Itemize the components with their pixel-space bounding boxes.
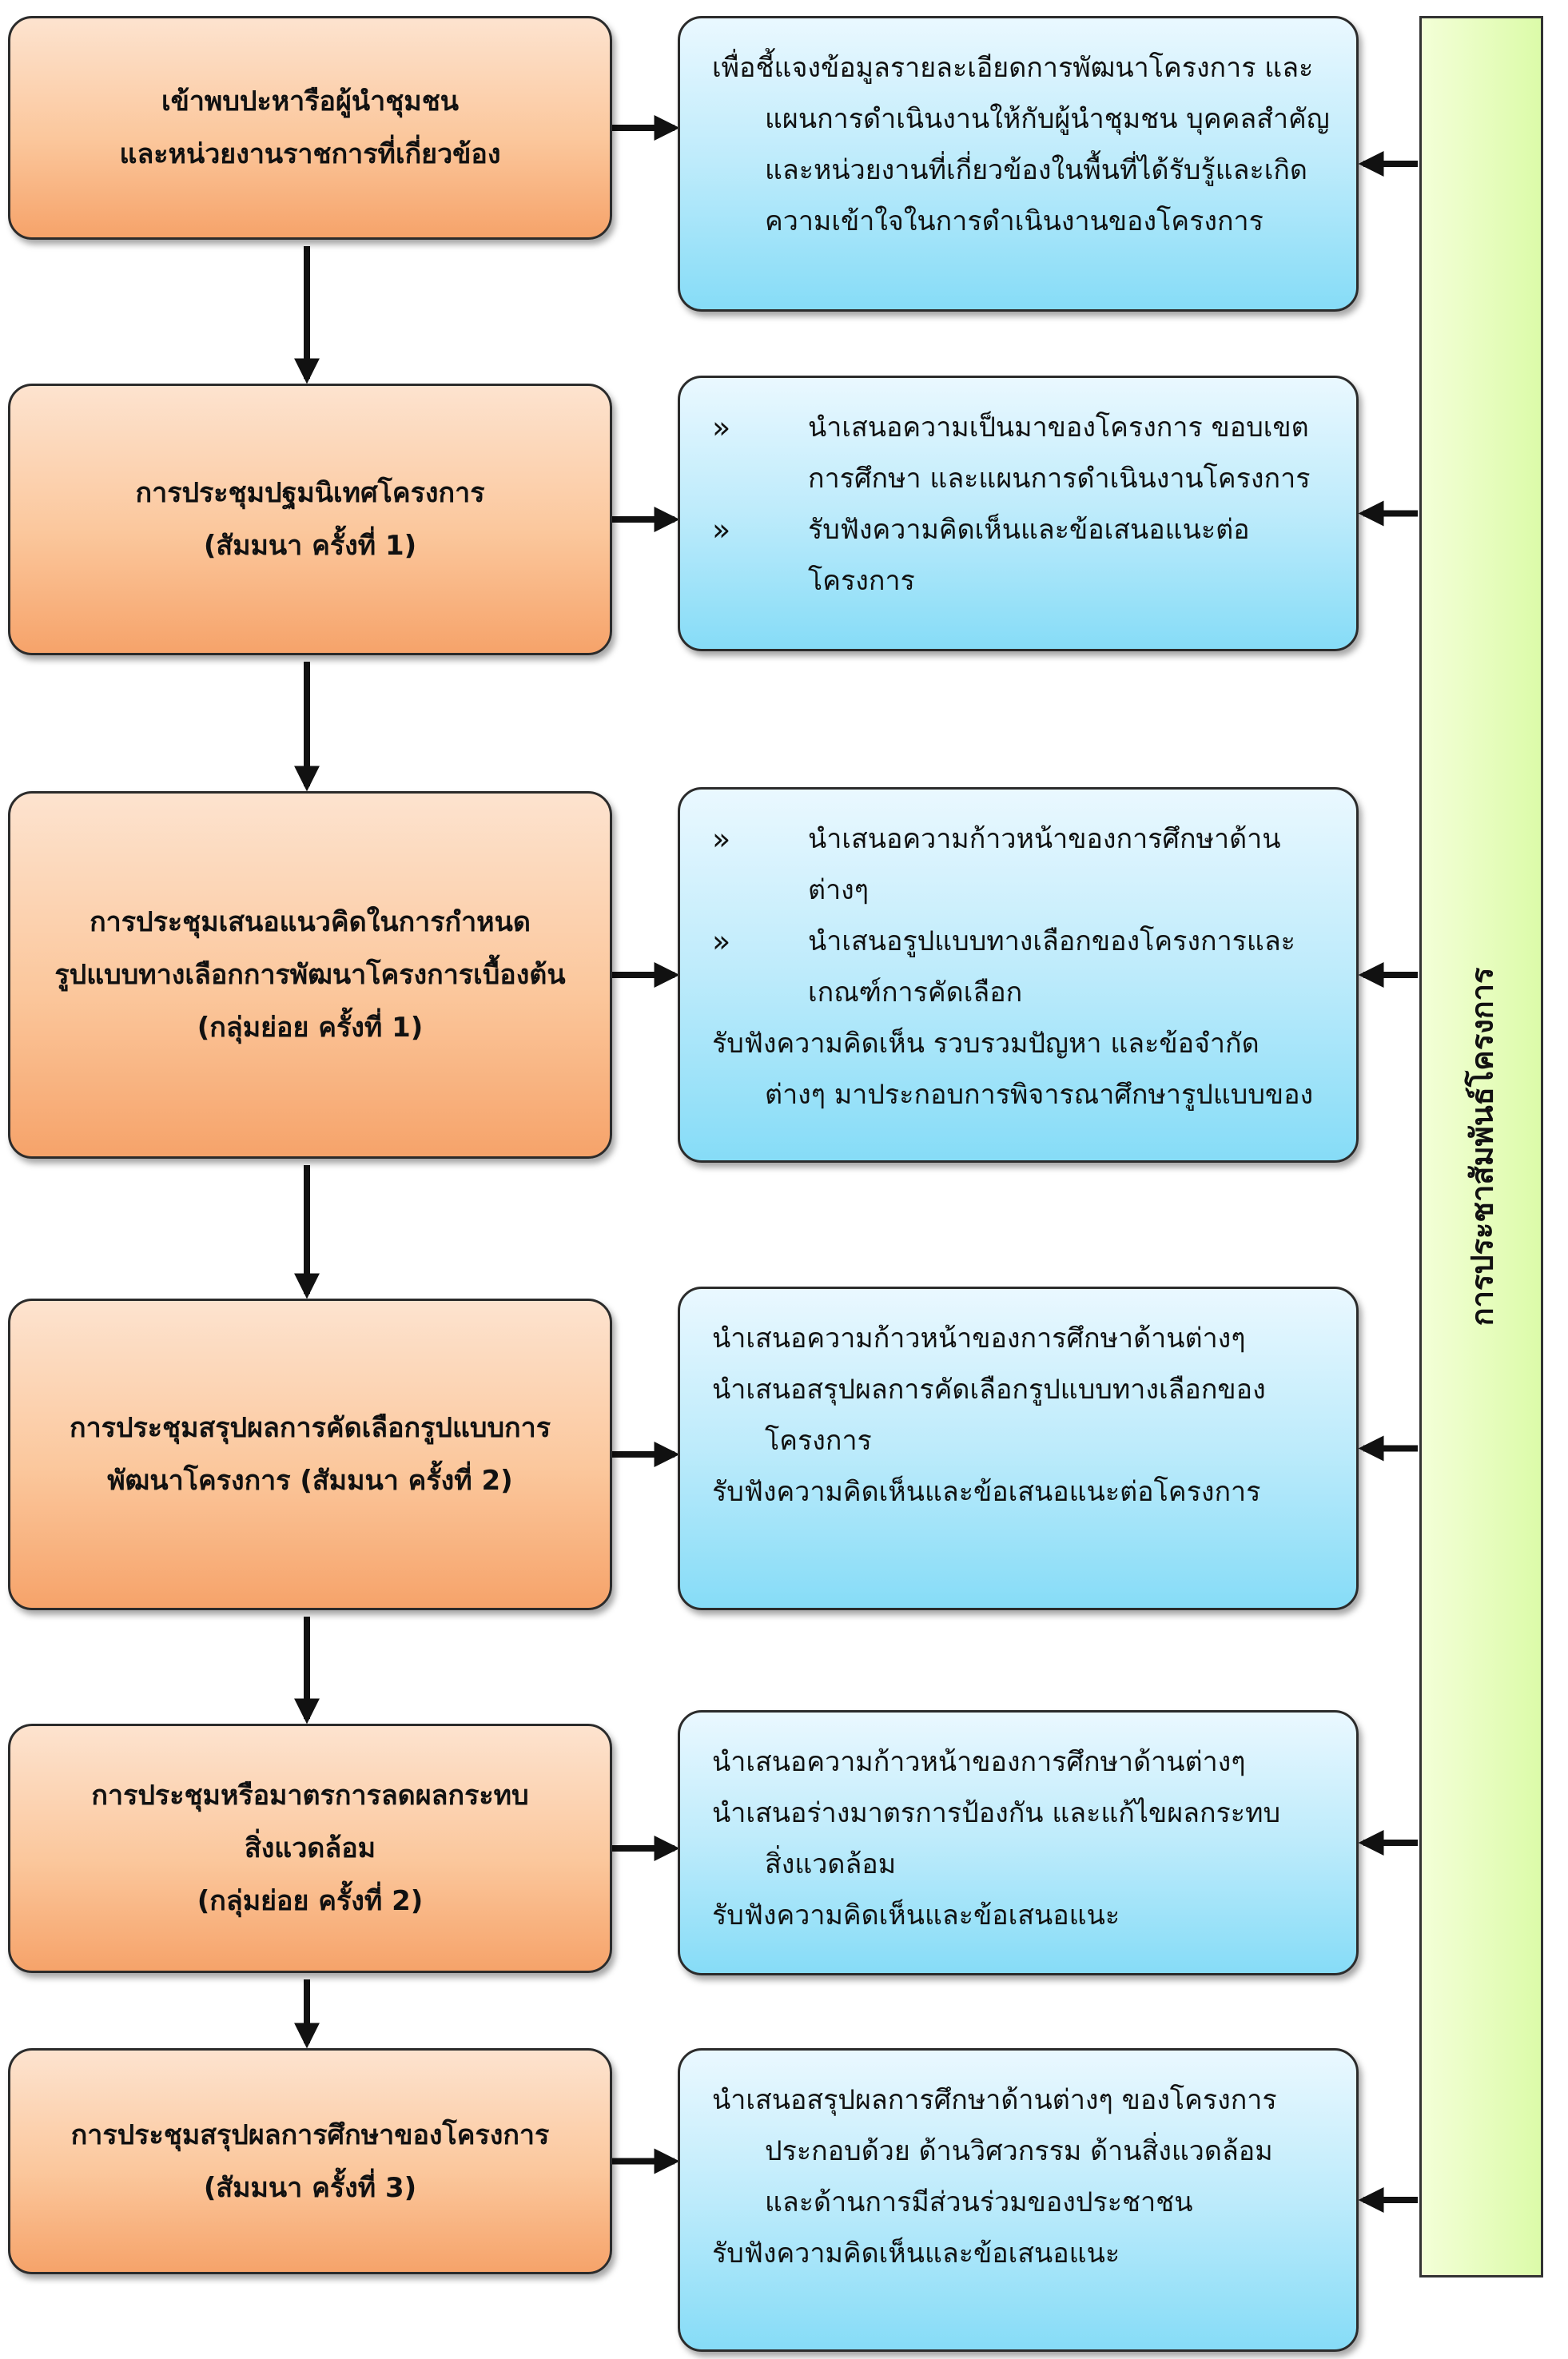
step-2-box: การประชุมปฐมนิเทศโครงการ (สัมมนา ครั้งที… xyxy=(8,384,612,655)
step-3-title: การประชุมเสนอแนวคิดในการกำหนด รูปแบบทางเ… xyxy=(54,906,566,1044)
detail-text: การศึกษา และแผนการดำเนินงานโครงการ xyxy=(808,463,1311,495)
detail-line: สิ่งแวดล้อม xyxy=(765,1848,897,1880)
step-4-detail-box: นำเสนอความก้าวหน้าของการศึกษาด้านต่างๆนำ… xyxy=(678,1287,1359,1610)
detail-line: รับฟังความคิดเห็นและข้อเสนอแนะต่อโครงการ xyxy=(712,1476,1261,1508)
public-relations-label: การประชาสัมพันธ์โครงการ xyxy=(1464,967,1499,1327)
detail-line: การศึกษา และแผนการดำเนินงานโครงการ xyxy=(712,453,1329,504)
detail-line: โครงการ xyxy=(712,555,1329,607)
detail-line: และด้านการมีส่วนร่วมของประชาชน xyxy=(765,2186,1193,2218)
detail-line: นำเสนอสรุปผลการศึกษาด้านต่างๆ ของโครงการ xyxy=(712,2084,1277,2116)
detail-text: โครงการ xyxy=(808,565,915,597)
detail-line: และหน่วยงานที่เกี่ยวข้องในพื้นที่ได้รับร… xyxy=(765,154,1308,186)
detail-line: รับฟังความคิดเห็นและข้อเสนอแนะ xyxy=(712,2238,1120,2269)
bullet-icon: » xyxy=(712,821,731,857)
public-relations-bar: การประชาสัมพันธ์โครงการ xyxy=(1419,16,1543,2277)
step-1-detail-box: เพื่อชี้แจงข้อมูลรายละเอียดการพัฒนาโครงก… xyxy=(678,16,1359,312)
detail-line: โครงการ xyxy=(765,1425,872,1457)
step-2-detail-box: » นำเสนอความเป็นมาของโครงการ ขอบเขตการศึก… xyxy=(678,376,1359,651)
detail-line: » นำเสนอรูปแบบทางเลือกของโครงการและ xyxy=(712,916,1329,967)
step-3-box: การประชุมเสนอแนวคิดในการกำหนด รูปแบบทางเ… xyxy=(8,791,612,1159)
detail-text: รับฟังความคิดเห็นและข้อเสนอแนะต่อ xyxy=(808,514,1250,546)
step-5-box: การประชุมหรือมาตรการลดผลกระทบ สิ่งแวดล้อ… xyxy=(8,1724,612,1973)
step-6-title: การประชุมสรุปผลการศึกษาของโครงการ (สัมมน… xyxy=(70,2118,550,2204)
step-4-title: การประชุมสรุปผลการคัดเลือกรูปแบบการ พัฒน… xyxy=(70,1412,551,1497)
detail-line: ประกอบด้วย ด้านวิศวกรรม ด้านสิ่งแวดล้อม xyxy=(765,2135,1273,2167)
detail-line: ต่างๆ xyxy=(712,865,1329,916)
detail-line: นำเสนอความก้าวหน้าของการศึกษาด้านต่างๆ xyxy=(712,1746,1246,1778)
step-4-box: การประชุมสรุปผลการคัดเลือกรูปแบบการ พัฒน… xyxy=(8,1299,612,1610)
detail-line: เกณฑ์การคัดเลือก xyxy=(712,967,1329,1018)
detail-line: แผนการดำเนินงานให้กับผู้นำชุมชน บุคคลสำค… xyxy=(765,103,1330,135)
detail-line: » นำเสนอความเป็นมาของโครงการ ขอบเขต xyxy=(712,402,1329,453)
step-5-title: การประชุมหรือมาตรการลดผลกระทบ สิ่งแวดล้อ… xyxy=(91,1780,529,1917)
step-6-box: การประชุมสรุปผลการศึกษาของโครงการ (สัมมน… xyxy=(8,2048,612,2274)
step-5-detail-box: นำเสนอความก้าวหน้าของการศึกษาด้านต่างๆนำ… xyxy=(678,1710,1359,1975)
detail-line: ความเข้าใจในการดำเนินงานของโครงการ xyxy=(765,205,1264,237)
detail-line: รับฟังความคิดเห็นและข้อเสนอแนะ xyxy=(712,1900,1120,1931)
step-6-detail-box: นำเสนอสรุปผลการศึกษาด้านต่างๆ ของโครงการ… xyxy=(678,2048,1359,2352)
detail-line: นำเสนอความก้าวหน้าของการศึกษาด้านต่างๆ xyxy=(712,1323,1246,1355)
step-2-title: การประชุมปฐมนิเทศโครงการ (สัมมนา ครั้งที… xyxy=(135,477,485,562)
step-3-detail-box: » นำเสนอความก้าวหน้าของการศึกษาด้านต่างๆ »… xyxy=(678,787,1359,1163)
step-1-title: เข้าพบปะหารือผู้นำชุมชน และหน่วยงานราชกา… xyxy=(119,86,501,170)
detail-text: นำเสนอความก้าวหน้าของการศึกษาด้าน xyxy=(808,823,1281,855)
detail-line: รับฟังความคิดเห็น รวบรวมปัญหา และข้อจำกั… xyxy=(712,1028,1260,1060)
bullet-icon: » xyxy=(712,512,731,547)
detail-text: นำเสนอรูปแบบทางเลือกของโครงการและ xyxy=(808,925,1295,957)
detail-text: นำเสนอความเป็นมาของโครงการ ขอบเขต xyxy=(808,412,1309,444)
detail-line: » นำเสนอความก้าวหน้าของการศึกษาด้าน xyxy=(712,814,1329,865)
detail-line: » รับฟังความคิดเห็นและข้อเสนอแนะต่อ xyxy=(712,504,1329,555)
detail-line: ต่างๆ มาประกอบการพิจารณาศึกษารูปแบบของ xyxy=(765,1079,1314,1111)
step-1-box: เข้าพบปะหารือผู้นำชุมชน และหน่วยงานราชกา… xyxy=(8,16,612,240)
detail-text: เกณฑ์การคัดเลือก xyxy=(808,977,1023,1008)
detail-line: เพื่อชี้แจงข้อมูลรายละเอียดการพัฒนาโครงก… xyxy=(712,52,1314,84)
bullet-icon: » xyxy=(712,924,731,959)
detail-text: ต่างๆ xyxy=(808,874,870,906)
bullet-icon: » xyxy=(712,410,731,445)
detail-line: นำเสนอสรุปผลการคัดเลือกรูปแบบทางเลือกของ xyxy=(712,1374,1266,1406)
detail-line: นำเสนอร่างมาตรการป้องกัน และแก้ไขผลกระทบ xyxy=(712,1797,1281,1829)
